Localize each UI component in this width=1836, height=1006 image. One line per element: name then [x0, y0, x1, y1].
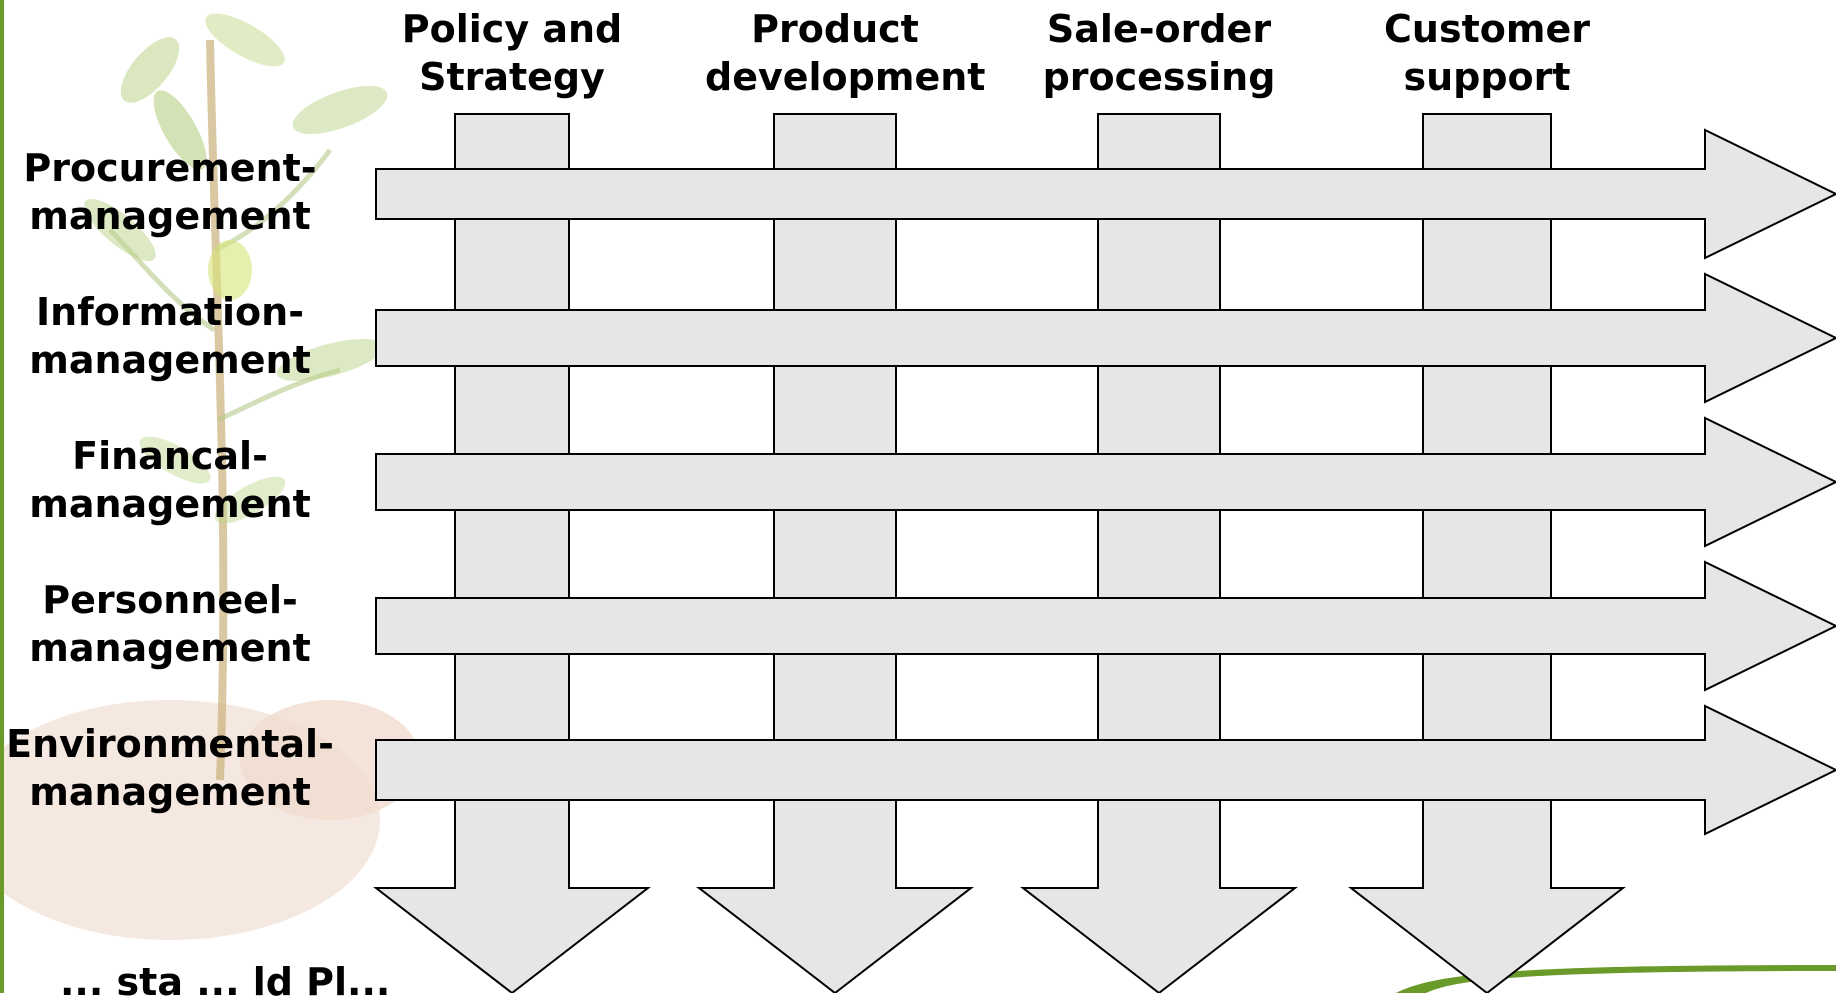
column-arrow-2	[696, 113, 974, 993]
left-accent-border	[0, 0, 4, 993]
row-arrow-1	[375, 128, 1836, 260]
row-label-5: Environmental-management	[5, 720, 335, 816]
column-header-line1: Product	[751, 7, 919, 51]
column-arrow-3	[1020, 113, 1298, 993]
column-arrow-1	[373, 113, 651, 993]
column-arrow-4	[1348, 113, 1626, 993]
row-label-line2: management	[29, 338, 311, 382]
row-label-line1: Financal-	[72, 434, 268, 478]
row-label-line2: management	[29, 626, 311, 670]
row-label-1: Procurement-management	[5, 144, 335, 240]
row-arrow-3	[375, 416, 1836, 548]
plant-illustration	[0, 13, 420, 940]
row-label-3: Financal-management	[5, 432, 335, 528]
column-header-line2: processing	[1042, 55, 1276, 99]
column-header-line2: support	[1403, 55, 1571, 99]
column-header-line2: development	[705, 55, 986, 99]
column-header-line1: Sale-order	[1046, 7, 1272, 51]
footer-text: ... sta ... ld Pl...	[60, 960, 391, 1004]
row-arrow-2	[375, 272, 1836, 404]
row-label-line2: management	[29, 770, 311, 814]
row-arrow-5	[375, 704, 1836, 836]
row-label-line1: Information-	[36, 290, 304, 334]
column-header-line1: Customer	[1384, 7, 1590, 51]
row-arrow-4	[375, 560, 1836, 692]
row-label-line1: Procurement-	[23, 146, 317, 190]
row-label-line1: Environmental-	[6, 722, 334, 766]
row-label-2: Information-management	[5, 288, 335, 384]
row-label-line2: management	[29, 194, 311, 238]
column-header-line2: Strategy	[419, 55, 605, 99]
column-header-line1: Policy and	[401, 7, 623, 51]
row-label-4: Personneel-management	[5, 576, 335, 672]
row-label-line1: Personneel-	[42, 578, 298, 622]
row-label-line2: management	[29, 482, 311, 526]
